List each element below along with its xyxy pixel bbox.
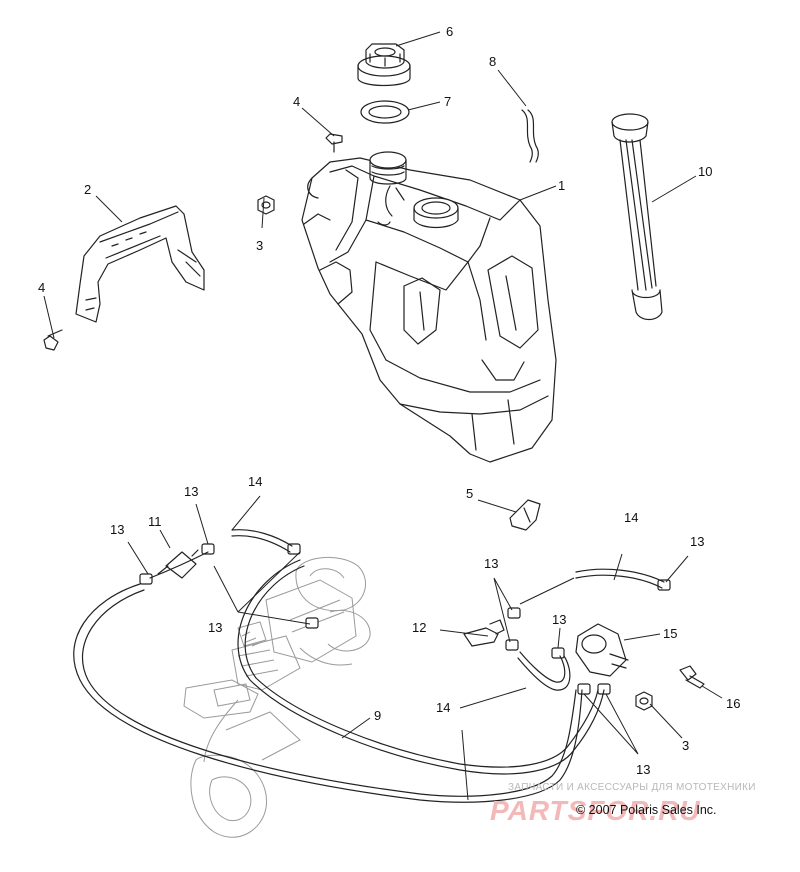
fuel-valve [463,619,505,647]
tank-bracket [75,205,205,323]
callout-3-lower: 3 [682,738,689,753]
callout-13-g: 13 [636,762,650,777]
fuel-hose-pump [517,651,571,691]
hose-clamp-7 [551,647,565,659]
fuel-gauge-sender [611,113,663,321]
callout-6: 6 [446,24,453,39]
callout-14-right: 14 [624,510,638,525]
callout-7: 7 [444,94,451,109]
callout-4-left: 4 [38,280,45,295]
callout-14-left: 14 [248,474,262,489]
callout-9: 9 [374,708,381,723]
fuel-filter [157,549,199,579]
fuel-hose-upper-left [231,529,293,553]
copyright-text: © 2007 Polaris Sales Inc. [576,803,717,817]
bolt-left [43,329,63,351]
fuel-cap-gasket [360,100,410,124]
fuel-hose-upper-right [575,568,665,589]
callout-1: 1 [558,178,565,193]
callout-3-upper: 3 [256,238,263,253]
hose-clamp-6 [505,639,519,651]
callout-13-f: 13 [552,612,566,627]
watermark-tagline: ЗАПЧАСТИ И АКСЕССУАРЫ ДЛЯ МОТОТЕХНИКИ [508,782,756,793]
vent-hose [521,109,539,163]
bolt-right [679,665,705,689]
callout-13-e: 13 [208,620,222,635]
watermark: ЗАПЧАСТИ И АКСЕССУАРЫ ДЛЯ МОТОТЕХНИКИ PA… [490,782,756,826]
leader-lines [43,31,723,801]
hose-clamp-8 [577,683,591,695]
hose-clamp-9 [597,683,611,695]
hose-clamp-3 [287,543,301,555]
callout-5: 5 [466,486,473,501]
callout-13-d: 13 [484,556,498,571]
fuel-line-long [73,551,605,803]
callout-11: 11 [148,514,162,529]
hose-clamp-1 [139,573,153,585]
fuel-pump [575,623,629,677]
callout-4-upper: 4 [293,94,300,109]
callout-13-c: 13 [690,534,704,549]
hose-clamp-5 [507,607,521,619]
frame-engine-background [183,556,371,838]
callout-10: 10 [698,164,712,179]
watermark-logo: PARTSFOR.RU [490,795,701,826]
callout-15: 15 [663,626,677,641]
callout-13-a: 13 [184,484,198,499]
callout-13-b: 13 [110,522,124,537]
callout-16: 16 [726,696,740,711]
callout-14-lower: 14 [436,700,450,715]
nut-upper [257,195,275,215]
fuel-cap [357,43,411,87]
bolt-upper [325,133,343,153]
callout-8: 8 [489,54,496,69]
callout-labels: 6 7 4 8 1 10 2 3 4 14 13 5 11 13 14 13 1… [38,24,740,777]
callout-2: 2 [84,182,91,197]
callout-12: 12 [412,620,426,635]
hose-clip [509,499,541,531]
hose-clamp-4 [305,617,319,629]
fuel-tank [301,151,557,463]
nut-lower [635,691,653,711]
